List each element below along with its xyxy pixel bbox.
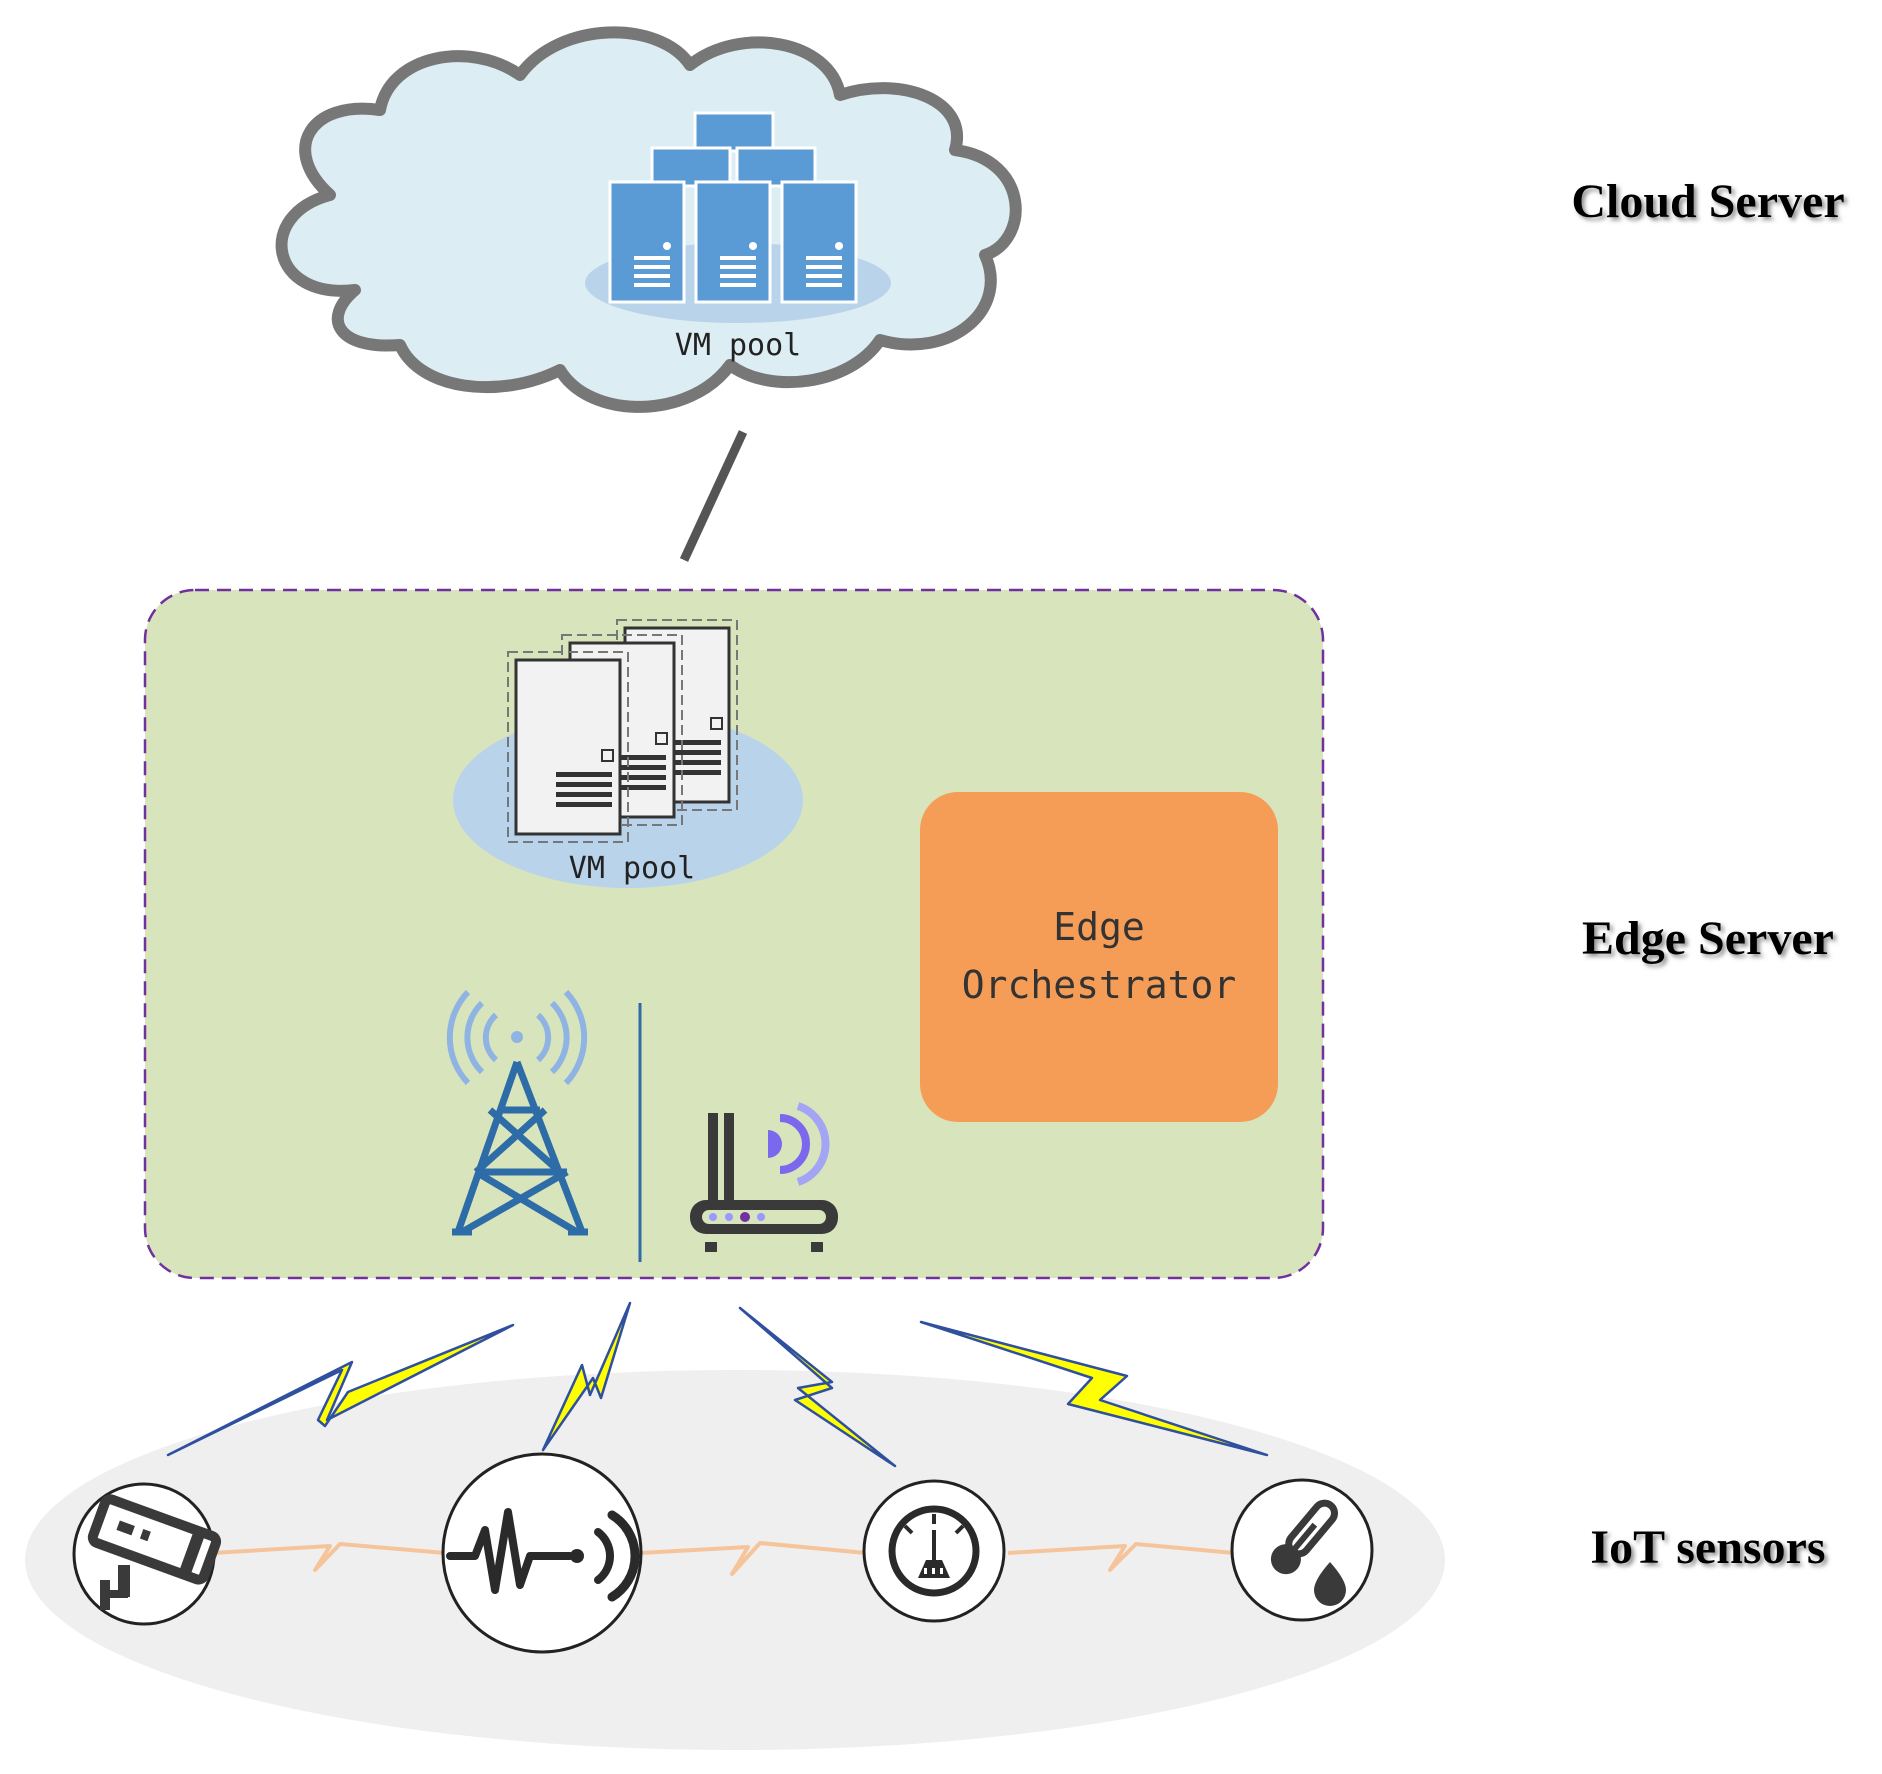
tier-label-cloud-server: Cloud Server: [1571, 175, 1844, 228]
edge-tier: VM pool Edge Orchestrator: [143, 588, 1325, 1280]
pressure-gauge-icon: [888, 1505, 980, 1597]
wireless-link-bolt: [919, 1320, 1269, 1457]
wireless-links: [166, 1301, 1269, 1468]
wireless-link-bolt: [541, 1301, 632, 1452]
cloud-vm-pool-label: VM pool: [675, 328, 801, 363]
sensor-vibration: [441, 1452, 643, 1654]
wireless-link-bolt: [166, 1323, 515, 1457]
tier-label-edge-server: Edge Server: [1582, 912, 1834, 965]
edge-vm-pool-label: VM pool: [569, 851, 695, 886]
wireless-link-bolt: [738, 1306, 897, 1468]
sensor-link: [639, 1541, 867, 1576]
vibration-sensor-icon: [446, 1508, 640, 1602]
sensor-security-camera: [72, 1482, 222, 1626]
sensor-link: [212, 1542, 446, 1572]
cell-tower-icon: [446, 989, 588, 1236]
tier-label-iot-sensors: IoT sensors: [1590, 1521, 1825, 1574]
cloud-server-rack-icon: [608, 111, 858, 304]
sensor-temperature-humidity: [1230, 1478, 1374, 1622]
temperature-humidity-icon: [1270, 1499, 1346, 1606]
cloud-edge-link: [679, 430, 748, 562]
security-camera-icon: [87, 1494, 222, 1610]
edge-orchestrator-box: [920, 792, 1278, 1122]
wifi-router-icon: [690, 1102, 838, 1252]
sensor-link: [1007, 1542, 1235, 1572]
sensor-mesh-links: [212, 1541, 1235, 1576]
sensor-pressure-gauge: [862, 1479, 1006, 1623]
iot-platform: [25, 1370, 1445, 1750]
edge-orchestrator-label-line2: Orchestrator: [962, 963, 1237, 1007]
edge-orchestrator-label-line1: Edge: [1053, 905, 1145, 949]
cloud-tier: VM pool: [275, 26, 1022, 413]
